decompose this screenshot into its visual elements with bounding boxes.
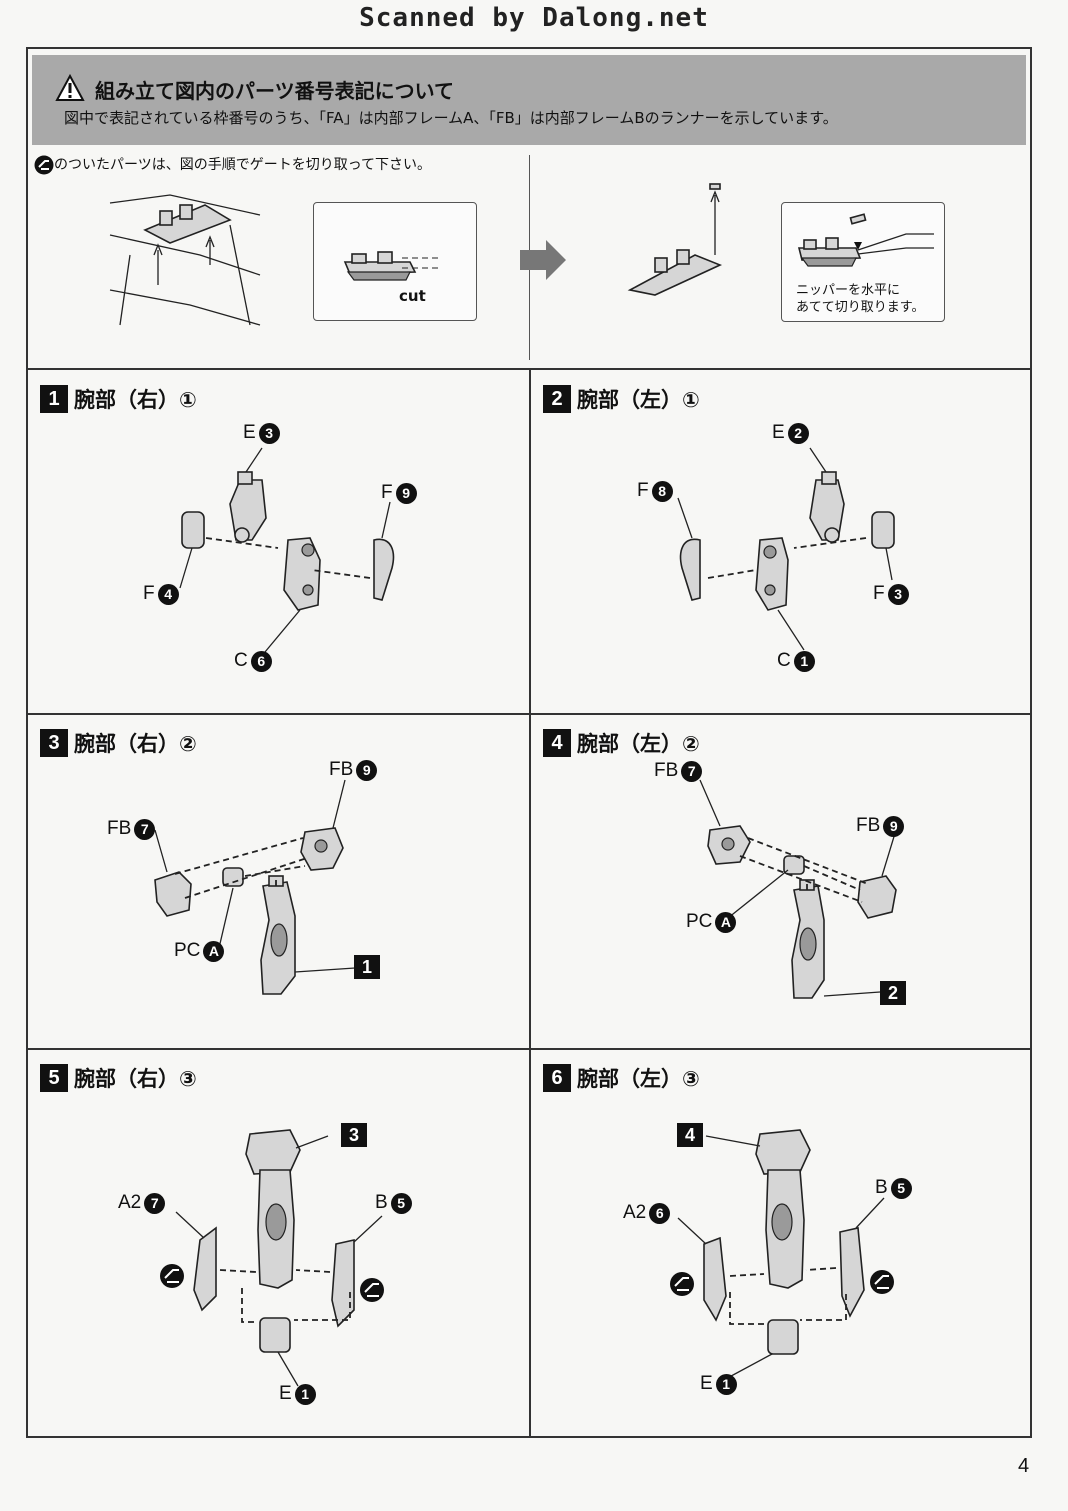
step-5-diagram [160,1129,384,1387]
step-6-diagram [670,1129,894,1383]
step-3-diagram [154,779,356,995]
gate-instruction-text: のついたパーツは、図の手順でゲートを切り取って下さい。 [54,157,432,173]
warning-icon [55,73,85,101]
scan-credit: Scanned by Dalong.net [359,3,709,33]
nipper-icon [670,1270,894,1296]
step-1-diagram [179,447,395,659]
cut-label: cut [399,287,426,305]
cut-part-sketch [627,183,723,296]
runner-sketch [109,194,261,326]
cut-detail [343,251,440,281]
page-number: 4 [1018,1455,1030,1477]
nipper-icon [34,155,54,175]
divider [529,368,531,1438]
step-2-diagram [677,447,895,651]
step-3-ref: 1 [354,955,380,979]
nipper-detail [797,213,934,267]
notice-body: 図中で表記されている枠番号のうち、「FA」は内部フレームA、「FB」は内部フレー… [64,109,838,127]
step-4-ref: 2 [880,981,906,1005]
arrow-right-icon [520,240,566,280]
step-4-diagram [699,779,897,999]
step-6-ref: 4 [677,1123,703,1147]
notice-banner [32,55,1026,145]
notice-title: 組み立て図内のパーツ番号表記について [95,79,454,103]
step-5-ref: 3 [341,1123,367,1147]
nipper-icon [160,1264,384,1302]
gate-instruction: のついたパーツは、図の手順でゲートを切り取って下さい。 [34,154,431,175]
nipper-note: ニッパーを水平に あてて切り取ります。 [796,283,925,315]
